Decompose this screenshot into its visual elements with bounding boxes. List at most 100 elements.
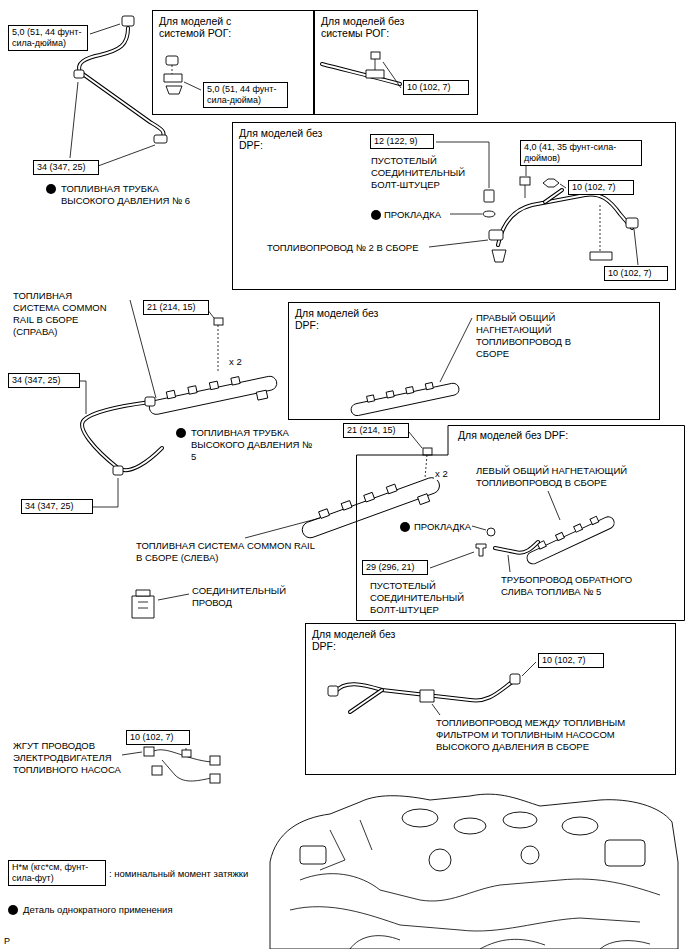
- torque-value: 34 (347, 25): [25, 501, 89, 512]
- torque-box: 10 (102, 7): [538, 653, 604, 668]
- torque-value: Н*м (кгс*см, фунт-сила-фут): [12, 862, 102, 884]
- engine-detail: [350, 936, 650, 949]
- leader-line: [472, 526, 486, 530]
- torque-value: 10 (102, 7): [407, 82, 465, 93]
- harness-connector: [210, 756, 220, 765]
- leader-line: [440, 318, 472, 382]
- leader-line: [186, 748, 187, 750]
- torque-box: 34 (347, 25): [21, 499, 93, 514]
- variant-frame: Для моделей без системы РОГ:10 (102, 7): [314, 10, 478, 115]
- quantity: x 2: [228, 356, 243, 368]
- variant-frame: Для моделей с системой РОГ: 5,0 (51, 44 ф…: [152, 10, 314, 115]
- leader-line: [560, 184, 566, 188]
- leader-line: [90, 24, 120, 34]
- union: [510, 674, 520, 684]
- leader-line: [429, 240, 488, 247]
- gasket: [483, 211, 495, 217]
- rail-port: [386, 391, 394, 398]
- part-name: СОЕДИНИТЕЛЬНЫЙ ПРОВОД: [191, 585, 293, 609]
- fuel-pipe: [545, 190, 562, 202]
- union-nut: [154, 135, 167, 143]
- torque-box: 10 (102, 7): [604, 266, 668, 281]
- part-name: ПРОКЛАДКА: [383, 209, 442, 221]
- part-name: ПУСТОТЕЛЫЙ СОЕДИНИТЕЛЬНЫЙ БОЛТ-ШТУЦЕР: [370, 155, 472, 191]
- fuel-pipe: [79, 28, 164, 139]
- leader-line: [383, 62, 401, 88]
- connector: [132, 596, 154, 618]
- harness-connector: [210, 774, 220, 783]
- single-use-dot: [400, 522, 410, 532]
- bolt: [425, 455, 427, 478]
- torque-box: 29 (296, 21): [362, 560, 428, 575]
- leader-line: [600, 205, 601, 252]
- bracket: [590, 252, 612, 260]
- hollow-bolt: [476, 544, 486, 556]
- part-name: ТОПЛИВНАЯ СИСТЕМА COMMON RAIL В СБОРЕ (С…: [135, 540, 323, 564]
- engine-detail: [320, 820, 372, 870]
- bolt: [182, 750, 191, 757]
- rail-port: [386, 484, 397, 494]
- torque-box: 34 (347, 25): [8, 373, 80, 388]
- rail-port: [367, 395, 375, 402]
- rail-port: [556, 532, 565, 540]
- leader-line: [172, 65, 173, 74]
- torque-value: 29 (296, 21): [366, 562, 424, 573]
- connector: [138, 602, 148, 603]
- fuel-pipe: [82, 402, 162, 470]
- rail-port: [166, 390, 175, 399]
- part-name: ТОПЛИВОПРОВОД МЕЖДУ ТОПЛИВНЫМ ФИЛЬТРОМ И…: [435, 717, 645, 753]
- rail-bracket: [256, 390, 267, 400]
- part-name: ПУСТОТЕЛЫЙ СОЕДИНИТЕЛЬНЫЙ БОЛТ-ШТУЦЕР: [369, 580, 471, 616]
- bolt: [371, 52, 380, 59]
- rail-port: [364, 492, 375, 502]
- connector: [136, 590, 150, 596]
- fuel-pipe: [545, 190, 562, 202]
- leader-line: [80, 381, 86, 414]
- part-name: ПРАВЫЙ ОБЩИЙ НАГНЕТАЮЩИЙ ТОПЛИВОПРОВОД В…: [475, 312, 573, 360]
- engine-detail: [454, 818, 486, 834]
- connector: [138, 608, 148, 609]
- leader-line: [70, 82, 78, 158]
- union: [328, 686, 338, 696]
- bolt: [214, 318, 223, 325]
- frame-heading: Для моделей без DPF:: [289, 303, 401, 335]
- part-name: ТОПЛИВНАЯ СИСТЕМА COMMON RAIL В СБОРЕ (С…: [12, 290, 120, 338]
- fuel-pipe: [498, 194, 632, 245]
- union-nut: [113, 466, 123, 475]
- union: [489, 230, 503, 240]
- bracket: [420, 690, 434, 702]
- bracket: [492, 250, 506, 262]
- torque-value: 10 (102, 7): [572, 182, 630, 193]
- rail-port: [231, 377, 240, 386]
- bolt: [525, 185, 526, 198]
- torque-value: 10 (102, 7): [542, 655, 600, 666]
- fuel-pipe: [322, 64, 400, 84]
- single-use-dot: [176, 428, 186, 438]
- single-use-dot: [8, 905, 18, 915]
- torque-value: 21 (214, 15): [147, 302, 205, 313]
- single-use-dot: [46, 184, 56, 194]
- harness-wire: [162, 760, 212, 781]
- engine-detail: [300, 874, 660, 901]
- part-name: ПРОКЛАДКА: [413, 521, 472, 533]
- engine-outline: [270, 794, 678, 949]
- frame-outline: [357, 426, 685, 621]
- engine-detail: [290, 907, 640, 931]
- leader-line: [184, 82, 201, 90]
- quantity: x 2: [434, 468, 449, 480]
- legend-text: Деталь однократного применения: [23, 904, 173, 916]
- rail-port: [425, 382, 433, 389]
- engine-detail: [429, 849, 451, 871]
- fuel-pipe: [350, 690, 382, 712]
- bolt: [218, 325, 219, 372]
- torque-box: 5,0 (51, 44 фунт-сила-дюйма): [203, 82, 288, 108]
- leader-line: [548, 491, 560, 520]
- torque-value: 12 (122, 9): [374, 136, 430, 147]
- leader-line: [432, 704, 440, 715]
- torque-value: 34 (347, 25): [37, 162, 95, 173]
- return-pipe: [495, 542, 538, 553]
- legend-text: : номинальный момент затяжки: [108, 868, 249, 880]
- torque-box: 10 (102, 7): [126, 730, 190, 745]
- frame-heading: Для моделей с системой РОГ:: [153, 11, 275, 43]
- leader-line: [522, 662, 536, 676]
